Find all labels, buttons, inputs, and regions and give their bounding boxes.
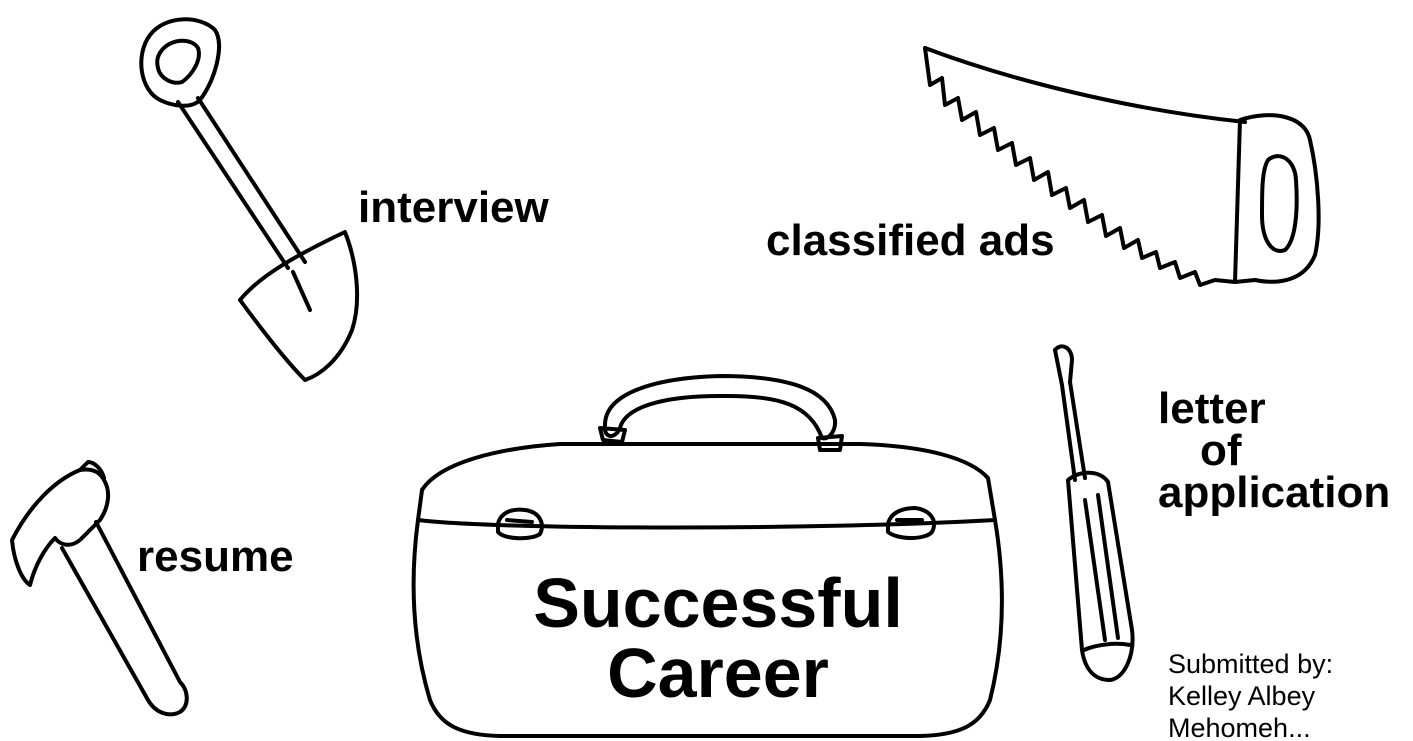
interview-label: interview — [358, 186, 549, 230]
letter-label-line1: letter — [1158, 388, 1398, 430]
credit-line1: Submitted by: — [1168, 648, 1333, 680]
toolbox-title: Successful Career — [468, 568, 968, 708]
credit-line2: Kelley Albey — [1168, 680, 1333, 712]
toolbox-title-line1: Successful — [468, 568, 968, 638]
letter-label-line2: of — [1158, 430, 1398, 472]
classified-ads-label: classified ads — [766, 219, 1055, 263]
shovel-icon — [141, 19, 357, 380]
letter-label-line3: application — [1158, 472, 1398, 514]
toolbox-title-line2: Career — [468, 638, 968, 708]
hammer-icon — [12, 462, 187, 714]
letter-of-application-label: letter of application — [1158, 388, 1398, 514]
credit-line3: Mehomeh... — [1168, 712, 1333, 741]
submission-credit: Submitted by: Kelley Albey Mehomeh... — [1168, 648, 1333, 741]
resume-label: resume — [137, 535, 294, 579]
screwdriver-icon — [1055, 346, 1133, 680]
